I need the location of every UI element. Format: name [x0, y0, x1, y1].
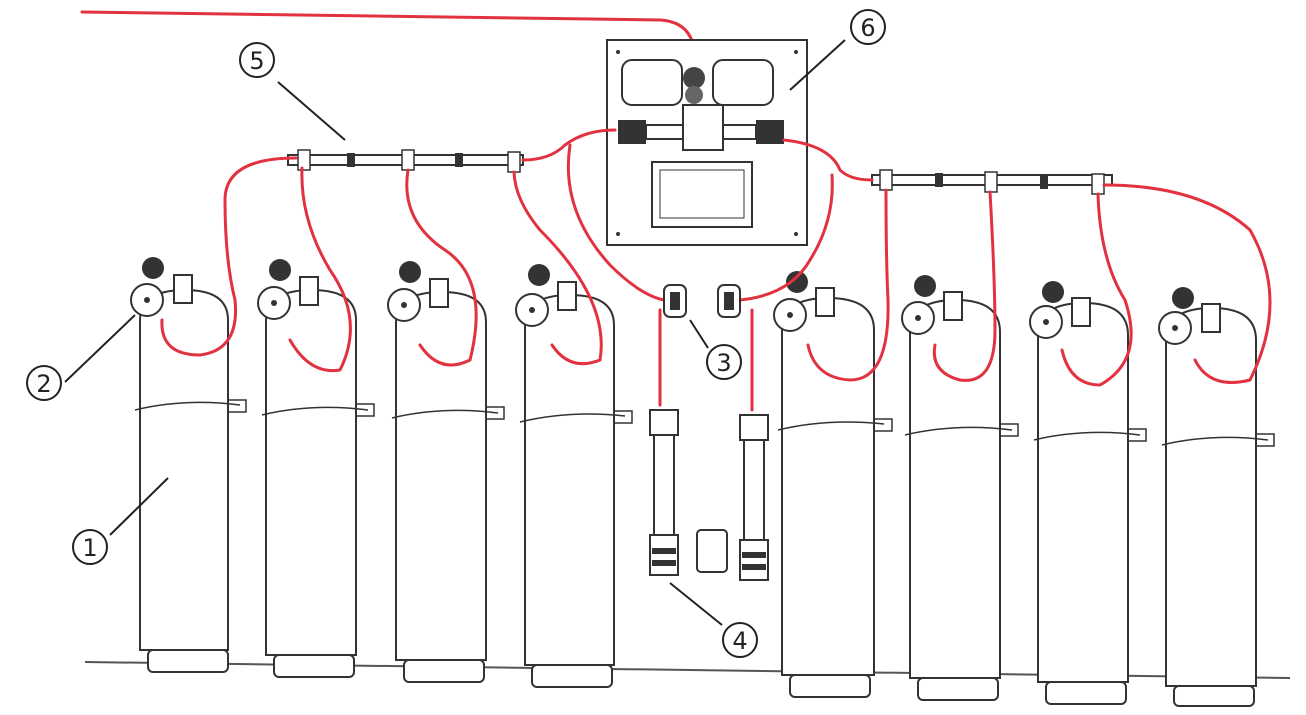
svg-text:6: 6	[860, 14, 875, 42]
callout-4: 4	[722, 622, 758, 658]
svg-text:4: 4	[732, 627, 747, 655]
right-manifold-header	[871, 169, 1113, 195]
callout-leaders	[64, 39, 846, 626]
pigtail-hoses	[160, 156, 1272, 387]
svg-text:1: 1	[82, 534, 97, 562]
cylinder-2	[257, 259, 375, 678]
svg-text:5: 5	[249, 47, 264, 75]
supply-hose	[80, 10, 697, 62]
changeover-panel	[606, 39, 808, 246]
cylinder-7	[1029, 281, 1147, 705]
cylinder-6	[901, 275, 1019, 701]
svg-text:3: 3	[716, 349, 731, 377]
callout-5: 5	[239, 42, 275, 78]
cylinder-3	[387, 261, 505, 683]
svg-text:2: 2	[36, 370, 51, 398]
cylinder-5	[773, 271, 893, 698]
cylinder-1	[130, 257, 247, 673]
header-hoses	[521, 128, 874, 302]
callout-2: 2	[26, 365, 62, 401]
callout-3: 3	[706, 344, 742, 380]
left-manifold-header	[287, 149, 524, 173]
callout-1: 1	[72, 529, 108, 565]
cylinder-8	[1158, 287, 1275, 707]
callout-6: 6	[850, 9, 886, 45]
filters	[649, 308, 769, 581]
cylinder-4	[515, 264, 633, 688]
wall-bracket-valves	[663, 284, 741, 318]
